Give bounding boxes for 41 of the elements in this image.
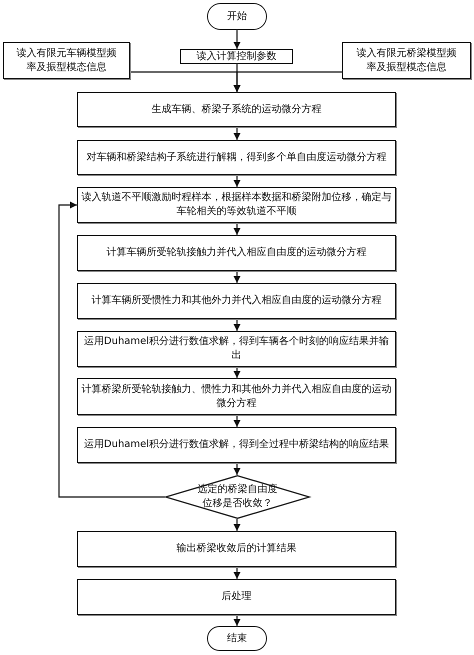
arrow	[234, 463, 240, 475]
node-text: 对车辆和桥梁结构子系统进行解耦，得到多个单自由度运动微分方程	[86, 150, 386, 164]
process-box	[77, 235, 396, 271]
node-text: 开始	[227, 10, 247, 24]
process-box	[77, 92, 396, 127]
arrow	[234, 415, 240, 427]
process-box	[77, 427, 396, 463]
arrow	[234, 319, 240, 331]
input-box	[342, 42, 471, 79]
process-box	[77, 283, 396, 319]
node-text: 运用Duhamel积分进行数值求解，得到车辆各个时刻的响应结果并输出	[82, 335, 390, 363]
node-text: 结束	[227, 632, 247, 646]
arrow	[234, 615, 240, 626]
arrow	[234, 367, 240, 378]
node-text: 运用Duhamel积分进行数值求解，得到全过程中桥梁结构的响应结果	[84, 438, 390, 452]
arrow	[234, 519, 240, 531]
arrow	[58, 202, 165, 498]
arrow	[234, 30, 240, 49]
node-text: 计算车辆所受惯性力和其他外力并代入相应自由度的运动微分方程	[92, 294, 382, 308]
node-text: 生成车辆、桥梁子系统的运动微分方程	[152, 102, 322, 116]
arrow	[234, 567, 240, 579]
node-text: 读入轨道不平顺激励时程样本，根据样本数据和桥梁附加位移，确定与车轮相关的等效轨道不平顺	[81, 191, 392, 219]
process-box	[77, 579, 396, 615]
node-text: 读入有限元桥梁模型频率及振型模态信息	[356, 46, 458, 74]
arrow	[234, 127, 240, 140]
process-box	[77, 331, 396, 367]
arrow	[234, 223, 240, 235]
arrow	[234, 71, 342, 92]
process-box	[180, 49, 293, 64]
node-text: 读入计算控制参数	[196, 50, 276, 64]
node-text: 计算车辆所受轮轨接触力并代入相应自由度的运动微分方程	[106, 246, 366, 260]
node-text: 选定的桥梁自由度位移是否收敛？	[196, 483, 278, 511]
node-text: 输出桥梁收敛后的计算结果	[176, 542, 296, 556]
arrow	[234, 271, 240, 283]
node-text: 后处理	[222, 590, 252, 604]
node-text: 计算桥梁所受轮轨接触力、惯性力和其他外力并代入相应自由度的运动微分方程	[81, 382, 392, 410]
process-box	[77, 531, 396, 567]
node-text: 读入有限元车辆模型频率及振型模态信息	[16, 46, 117, 74]
process-box	[77, 140, 396, 175]
input-box	[3, 42, 130, 79]
arrow	[234, 175, 240, 187]
